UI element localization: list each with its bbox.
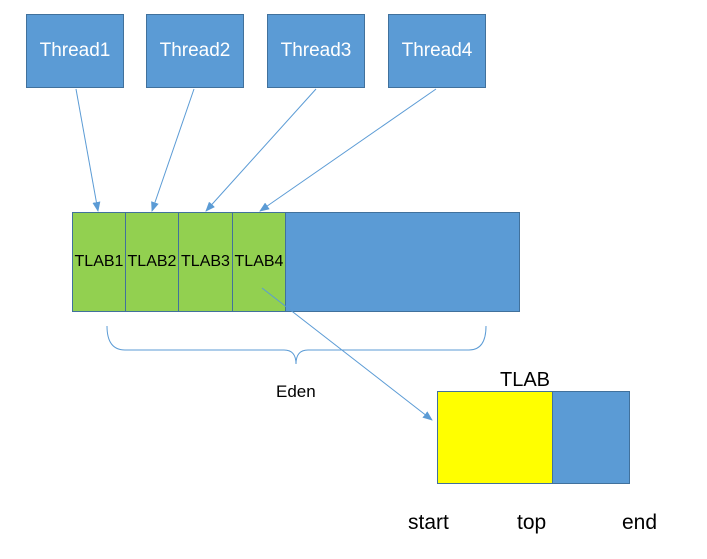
tlab-segment-1: TLAB1 — [72, 212, 126, 312]
thread-label: Thread1 — [39, 40, 111, 61]
tlab-label: TLAB2 — [127, 253, 177, 270]
thread2-arrow — [151, 88, 195, 212]
eden-brace — [106, 325, 487, 365]
thread1-arrow — [75, 88, 101, 212]
thread3-arrow — [205, 88, 317, 212]
tlab-segment-3: TLAB3 — [178, 212, 233, 312]
tlab-label: TLAB3 — [181, 253, 230, 270]
eden-label: Eden — [276, 382, 316, 401]
tlab4-detail-arrow — [261, 287, 433, 421]
thread-box-4: Thread4 — [388, 14, 486, 88]
top-pointer-label: top — [517, 511, 547, 534]
thread-box-1: Thread1 — [26, 14, 124, 88]
start-pointer-label: start — [408, 511, 449, 534]
tlab-used-region — [437, 391, 553, 484]
tlab-label: TLAB1 — [74, 253, 124, 270]
thread4-arrow — [259, 88, 437, 212]
thread-label: Thread2 — [159, 40, 231, 61]
thread-label: Thread3 — [280, 40, 352, 61]
tlab-segment-4: TLAB4 — [232, 212, 286, 312]
tlab-label: TLAB4 — [234, 253, 284, 270]
thread-label: Thread4 — [401, 40, 473, 61]
end-pointer-label: end — [622, 511, 658, 534]
tlab-detail-title: TLAB — [500, 369, 551, 391]
thread-box-2: Thread2 — [146, 14, 244, 88]
thread-box-3: Thread3 — [267, 14, 365, 88]
eden-free-space — [285, 212, 520, 312]
tlab-free-region — [552, 391, 630, 484]
